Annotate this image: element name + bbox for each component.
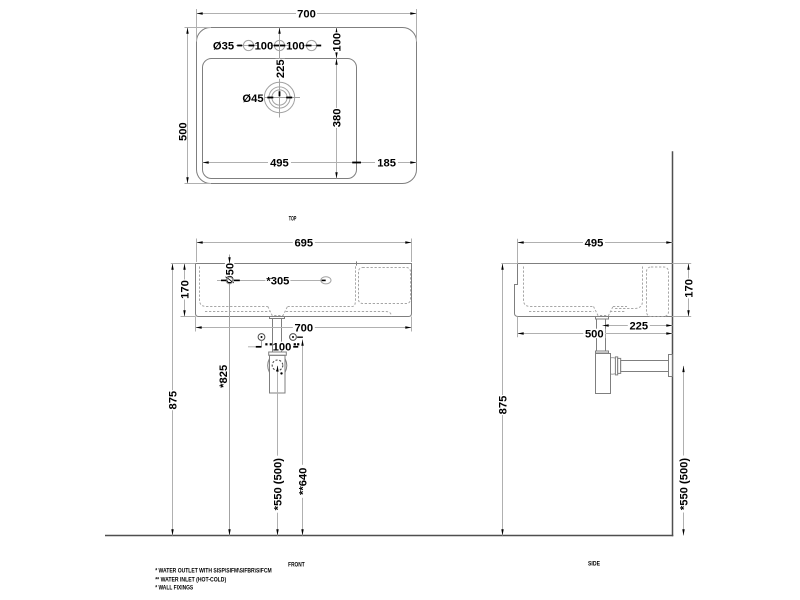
svg-text:500: 500 bbox=[178, 122, 190, 141]
svg-text:Ø45: Ø45 bbox=[242, 93, 263, 105]
svg-text:495: 495 bbox=[585, 237, 604, 249]
svg-text:*550 (500): *550 (500) bbox=[679, 458, 691, 511]
svg-text:695: 695 bbox=[294, 237, 313, 249]
svg-text:*825: *825 bbox=[218, 365, 230, 388]
svg-text:185: 185 bbox=[377, 158, 396, 170]
svg-text:225: 225 bbox=[275, 59, 287, 78]
svg-text:Ø35: Ø35 bbox=[213, 41, 234, 53]
svg-text:TOP: TOP bbox=[289, 217, 297, 223]
svg-text:** WATER INLET (HOT-COLD): ** WATER INLET (HOT-COLD) bbox=[155, 576, 226, 583]
svg-text:875: 875 bbox=[168, 391, 180, 410]
svg-text:700: 700 bbox=[297, 8, 316, 20]
svg-text:*550 (500): *550 (500) bbox=[273, 458, 285, 511]
svg-text:**640: **640 bbox=[298, 468, 310, 495]
svg-text:380: 380 bbox=[332, 109, 344, 128]
svg-text:100: 100 bbox=[273, 341, 292, 353]
svg-text:SIDE: SIDE bbox=[588, 561, 600, 567]
svg-text:170: 170 bbox=[180, 280, 192, 299]
svg-text:100: 100 bbox=[286, 41, 305, 53]
svg-text:Ø50: Ø50 bbox=[225, 263, 237, 284]
svg-text:700: 700 bbox=[294, 322, 313, 334]
svg-text:* WALL FIXINGS: * WALL FIXINGS bbox=[155, 585, 194, 592]
svg-text:170: 170 bbox=[684, 279, 696, 298]
svg-text:875: 875 bbox=[498, 396, 510, 415]
svg-text:225: 225 bbox=[629, 320, 648, 332]
svg-text:*305: *305 bbox=[266, 275, 289, 287]
svg-text:500: 500 bbox=[585, 328, 604, 340]
svg-text:495: 495 bbox=[270, 158, 289, 170]
svg-text:* WATER OUTLET WITH SISP\SIFM: * WATER OUTLET WITH SISP\SIFM\SIFBR\SIFC… bbox=[155, 568, 272, 575]
svg-text:100: 100 bbox=[255, 41, 274, 53]
svg-text:FRONT: FRONT bbox=[288, 562, 305, 568]
svg-text:100: 100 bbox=[332, 33, 344, 52]
